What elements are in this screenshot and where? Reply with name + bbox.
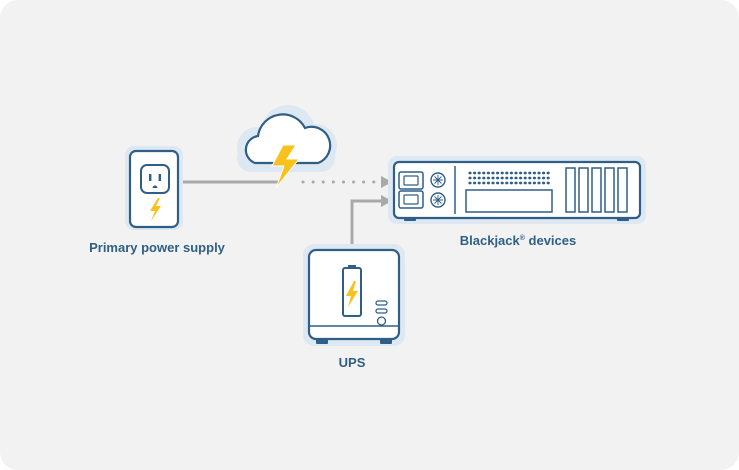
battery-icon [342, 265, 362, 317]
vent-hole [505, 171, 509, 175]
storm-cloud-icon [237, 105, 337, 189]
vent-hole [532, 176, 537, 180]
vent-hole [546, 181, 550, 185]
power-outlet-icon [125, 146, 183, 230]
vent-hole [491, 181, 495, 185]
server-rack-icon [388, 156, 646, 224]
vent-hole [468, 181, 472, 185]
vent-hole [477, 181, 481, 185]
connectors [182, 176, 392, 245]
vent-hole [486, 171, 490, 175]
primary-power-supply-text: Primary power supply [89, 240, 225, 255]
vent-hole [523, 176, 527, 180]
vent-hole [519, 171, 523, 175]
vent-hole [496, 176, 500, 180]
vent-hole [482, 176, 486, 180]
blackjack-devices-label: Blackjack® devices [460, 233, 577, 248]
vent-hole [514, 181, 518, 185]
vent-hole [519, 176, 523, 180]
vent-hole [542, 181, 546, 185]
vent-hole [537, 171, 541, 175]
ups-text: UPS [338, 355, 366, 370]
vent-hole [486, 176, 490, 180]
vent-hole [477, 171, 481, 175]
devices-suffix-text: devices [524, 233, 577, 248]
vent-hole [509, 171, 513, 175]
vent-hole [528, 176, 532, 180]
outlet-bolt-icon [150, 198, 161, 221]
battery-bolt-icon [346, 281, 358, 307]
vent-hole [468, 176, 472, 180]
lightning-bolt-icon [271, 144, 301, 189]
vent-hole [496, 181, 500, 185]
vent-hole [473, 176, 477, 180]
vent-hole [528, 181, 532, 185]
vent-hole [468, 171, 472, 175]
vent-grid [468, 171, 550, 185]
vent-hole [509, 176, 513, 180]
vent-hole [496, 171, 500, 175]
vent-hole [514, 176, 518, 180]
devices-name-text: Blackjack [459, 233, 520, 248]
vent-hole [523, 171, 527, 175]
ups-power-line [350, 199, 382, 245]
vent-hole [519, 181, 523, 185]
vent-hole [523, 181, 527, 185]
vent-hole [542, 176, 546, 180]
vent-hole [486, 181, 490, 185]
vent-hole [477, 176, 481, 180]
vent-hole [473, 171, 477, 175]
vent-hole [482, 181, 486, 185]
registered-mark: ® [519, 235, 525, 242]
vent-hole [532, 171, 537, 175]
ups-label: UPS [339, 355, 366, 370]
vent-hole [505, 181, 509, 185]
vent-hole [491, 171, 495, 175]
primary-power-supply-label: Primary power supply [89, 240, 225, 255]
vent-hole [514, 171, 518, 175]
vent-hole [532, 181, 537, 185]
vent-hole [509, 181, 513, 185]
vent-hole [546, 171, 550, 175]
vent-hole [500, 181, 504, 185]
primary-arrowhead-icon [381, 176, 392, 188]
vent-hole [473, 181, 477, 185]
vent-hole [500, 176, 504, 180]
ups-arrowhead-icon [381, 195, 392, 207]
vent-hole [528, 171, 532, 175]
vent-hole [505, 176, 509, 180]
drive-bays [565, 167, 628, 213]
vent-hole [537, 181, 541, 185]
vent-hole [542, 171, 546, 175]
vent-hole [491, 176, 495, 180]
vent-hole [500, 171, 504, 175]
vent-hole [482, 171, 486, 175]
ups-unit-icon [303, 244, 405, 346]
vent-hole [546, 176, 550, 180]
vent-hole [537, 176, 541, 180]
